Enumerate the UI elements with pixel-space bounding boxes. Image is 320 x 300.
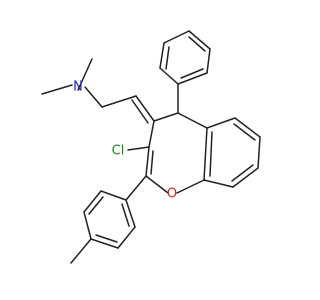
bond-c3-c2 (145, 146, 150, 177)
bond-tolyl-4-double (95, 234, 118, 243)
bond-phenyl-3 (163, 30, 190, 44)
bond-skeleton (41, 30, 261, 264)
bond-tolyl-6 (125, 199, 136, 228)
bond-o-c9a (176, 179, 205, 194)
bond-tolyl-1 (100, 190, 127, 201)
bond-c3-c2-double (150, 150, 154, 175)
bond-c4-c3 (148, 120, 155, 148)
bond-benzo-6-double (209, 131, 213, 177)
bond-c2-tolyl (125, 175, 147, 201)
structure-canvas: N O Cl (41, 30, 261, 264)
bond-c4-cl (127, 146, 150, 151)
bond-ch2-vinyl (101, 95, 137, 108)
bond-phenyl-2-double (165, 46, 170, 70)
bond-phenyl-6-double (180, 68, 204, 79)
bond-tolyl-2-double (88, 196, 104, 215)
bond-phenyl-5 (206, 48, 211, 74)
bond-exocyclic-double-b (131, 99, 149, 124)
bond-tolyl-3 (83, 211, 92, 240)
nitrogen-label: N (73, 80, 83, 95)
bond-benzo-3 (257, 136, 261, 169)
bond-benzo-6 (203, 127, 208, 181)
bond-phenyl-4 (188, 30, 211, 50)
bond-phenyl-1 (159, 67, 179, 85)
bond-c5-c4 (153, 112, 179, 122)
bond-benzo-5 (203, 179, 234, 188)
bond-benzo-2 (234, 117, 261, 138)
bond-n-methyl-upper (77, 58, 93, 91)
bond-tolyl-5 (117, 226, 136, 249)
bond-c2-o (145, 175, 169, 194)
molecule-structure: N O Cl (41, 30, 261, 264)
bond-benzo-2-double (233, 123, 256, 141)
bond-n-methyl-left (41, 84, 73, 95)
bond-phenyl-4-double (188, 36, 206, 52)
atom-labels: N O Cl (73, 80, 177, 202)
bond-tolyl-4 (90, 238, 119, 249)
bond-benzo-1 (206, 117, 236, 129)
oxygen-label: O (167, 187, 177, 202)
bond-tolyl-methyl (70, 238, 92, 264)
bond-phenyl-6 (177, 72, 208, 85)
bond-n-ch2 (84, 86, 103, 108)
bond-phenyl-2 (159, 42, 165, 69)
bond-tolyl-6-double (121, 203, 130, 227)
bond-c5a-c5 (177, 112, 208, 129)
bond-exocyclic-double-a (135, 95, 155, 122)
bond-tolyl-2 (83, 190, 102, 213)
chlorine-label: Cl (112, 144, 125, 159)
bond-benzo-4 (232, 167, 259, 188)
bond-benzo-4-double (231, 164, 254, 182)
